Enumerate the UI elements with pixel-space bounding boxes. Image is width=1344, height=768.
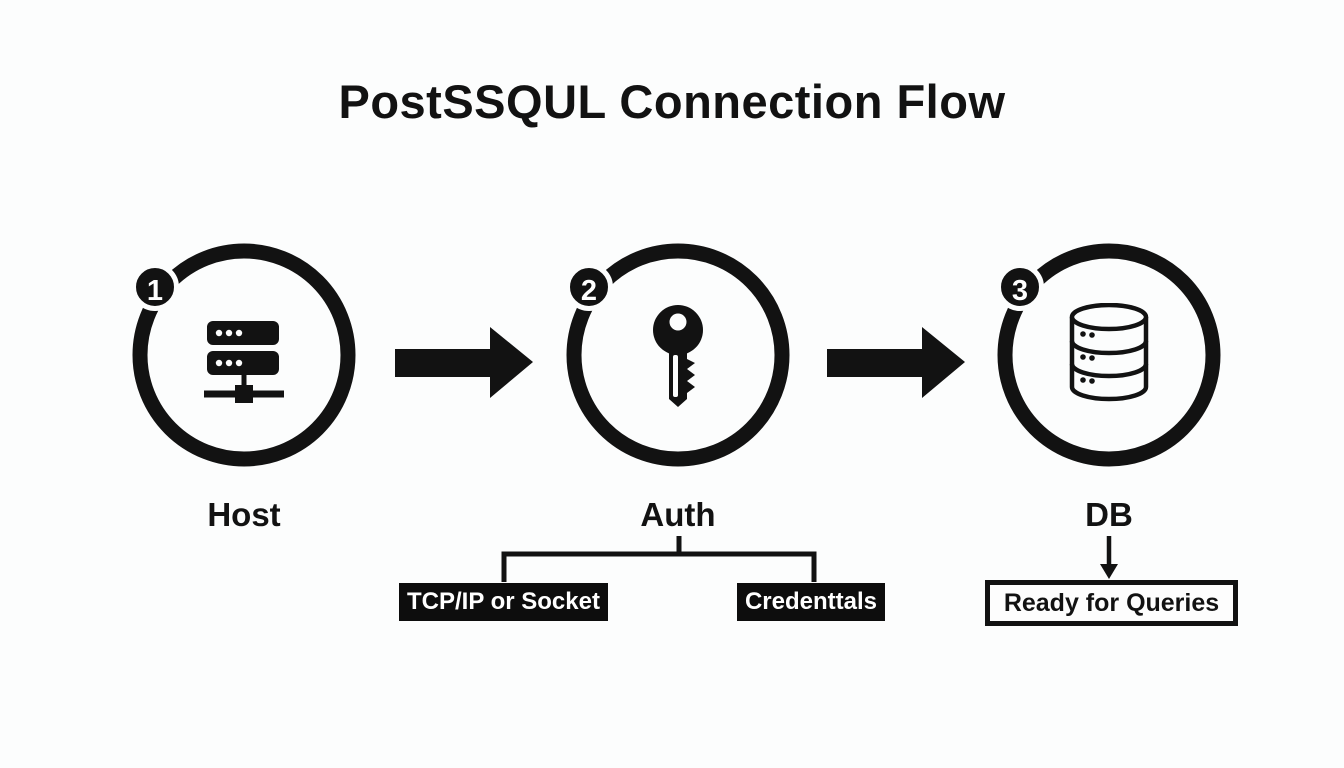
- step-badge-1: 1: [131, 263, 179, 311]
- node-circle: [566, 243, 790, 467]
- diagram-title: PostSSQUL Connection Flow: [338, 75, 1006, 128]
- branch-box-tcp-socket: TCP/IP or Socket: [399, 583, 608, 621]
- server-icon: [204, 321, 284, 403]
- branch-box-credentials: Credenttals: [737, 583, 885, 621]
- node-circle: [997, 243, 1221, 467]
- node-label-auth: Auth: [640, 496, 716, 533]
- db-down-arrow: [1100, 536, 1118, 579]
- step-number: 2: [580, 275, 598, 307]
- flow-arrow-2: [827, 327, 965, 398]
- step-badge-3: 3: [996, 263, 1044, 311]
- node-host: 1: [129, 240, 359, 470]
- result-box-ready-for-queries: Ready for Queries: [985, 580, 1238, 626]
- step-badge-2: 2: [565, 263, 613, 311]
- node-label-host: Host: [207, 496, 281, 533]
- key-icon: [653, 305, 703, 407]
- node-label-db: DB: [1085, 496, 1133, 533]
- step-number: 3: [1011, 275, 1029, 307]
- node-circle: [132, 243, 356, 467]
- database-icon: [1069, 303, 1149, 402]
- step-number: 1: [146, 275, 164, 307]
- node-db: 3: [994, 240, 1224, 470]
- auth-branch-connector: [501, 536, 817, 582]
- flow-arrow-1: [395, 327, 533, 398]
- node-auth: 2: [563, 240, 793, 470]
